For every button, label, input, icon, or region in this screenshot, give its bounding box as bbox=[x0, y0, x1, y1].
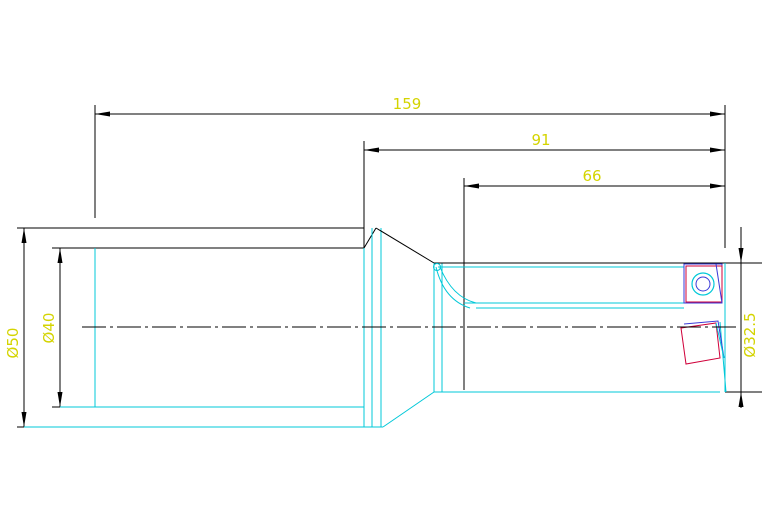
length-91-label: 91 bbox=[531, 131, 550, 149]
length-66-label: 66 bbox=[582, 167, 601, 185]
upper-insert bbox=[683, 263, 723, 304]
lower-insert bbox=[680, 320, 725, 365]
dimension-tip-diameter: Ø32.5 bbox=[725, 227, 762, 408]
head-section bbox=[433, 262, 727, 393]
dimension-length-66: 66 bbox=[463, 167, 725, 390]
overall-length-label: 159 bbox=[393, 95, 422, 113]
dimension-overall-length: 159 bbox=[94, 95, 726, 248]
inner-diameter-label: Ø40 bbox=[40, 313, 58, 344]
tip-diameter-label: Ø32.5 bbox=[741, 312, 759, 357]
dimension-length-91: 91 bbox=[363, 131, 725, 228]
outer-diameter-label: Ø50 bbox=[4, 328, 22, 359]
